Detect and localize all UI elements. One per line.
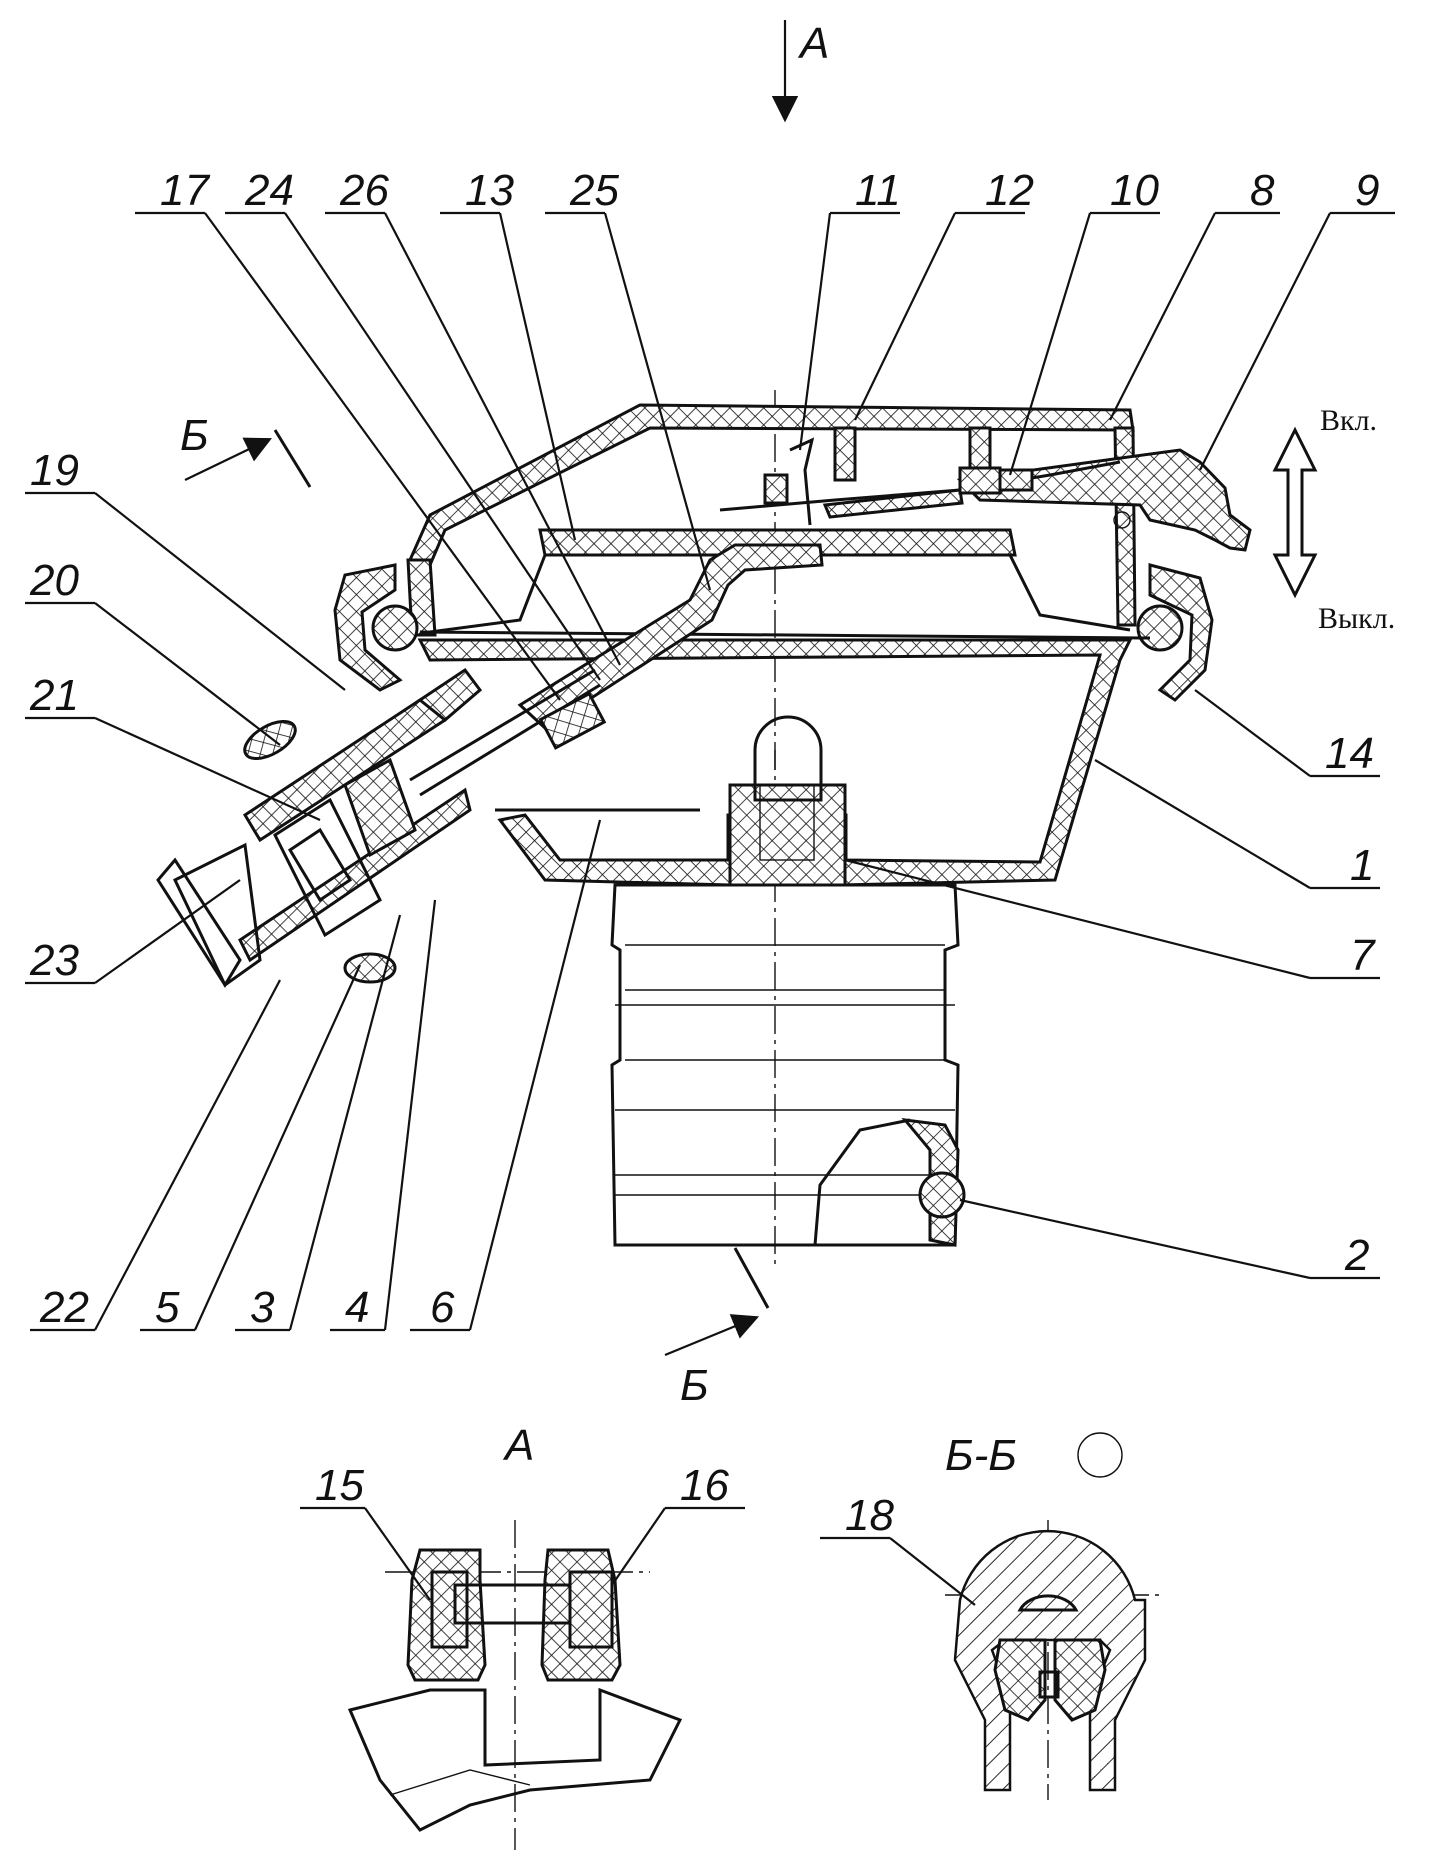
surface-finish-symbol [1077, 1432, 1123, 1478]
section-b-marker-lower: Б [664, 1247, 770, 1410]
section-b-label-upper: Б [180, 411, 209, 460]
callout-17: 17 [160, 166, 210, 215]
contact-spring [763, 437, 815, 526]
callouts-top: 17 24 26 13 25 11 12 10 8 9 [135, 166, 1395, 701]
threaded-neck [610, 883, 966, 1247]
callout-21: 21 [29, 671, 79, 720]
callout-26: 26 [339, 166, 389, 215]
section-b-marker-upper: Б [180, 411, 312, 488]
callout-18: 18 [845, 1491, 894, 1540]
detail-view-a: А 15 16 [300, 1421, 745, 1850]
view-a-arrow: А [771, 19, 829, 123]
callout-14: 14 [1325, 729, 1374, 778]
callout-16: 16 [680, 1461, 729, 1510]
contact-block [958, 466, 1034, 495]
callout-23: 23 [29, 936, 79, 985]
callout-22: 22 [39, 1283, 89, 1332]
callout-24: 24 [244, 166, 294, 215]
side-chamber [156, 667, 700, 988]
callout-13: 13 [465, 166, 514, 215]
membrane [419, 528, 1151, 640]
callout-1: 1 [1350, 841, 1374, 890]
callout-6: 6 [430, 1283, 455, 1332]
callout-7: 7 [1350, 931, 1376, 980]
callout-3: 3 [250, 1283, 275, 1332]
callout-12: 12 [985, 166, 1034, 215]
callout-20: 20 [29, 556, 79, 605]
callout-25: 25 [569, 166, 619, 215]
section-bb-label: Б-Б [945, 1431, 1017, 1480]
callout-5: 5 [155, 1283, 180, 1332]
callout-15: 15 [315, 1461, 364, 1510]
callouts-left: 19 20 21 23 [25, 446, 346, 985]
switch-off-label: Выкл. [1318, 602, 1395, 635]
callout-10: 10 [1110, 166, 1159, 215]
switch-position-arrow: Вкл. Выкл. [1272, 404, 1395, 635]
callout-11: 11 [855, 166, 901, 215]
callout-4: 4 [345, 1283, 369, 1332]
seal-ring-right [1136, 563, 1214, 702]
callouts-right: 14 1 7 2 [844, 689, 1380, 1280]
detail-a-label: А [502, 1421, 534, 1470]
lever-arm [517, 543, 824, 730]
central-boss [728, 715, 847, 887]
callout-2: 2 [1344, 1231, 1369, 1280]
switch-on-label: Вкл. [1320, 404, 1377, 437]
callout-9: 9 [1355, 166, 1379, 215]
seal-ring-left [333, 563, 419, 692]
callout-19: 19 [30, 446, 79, 495]
section-b-b: Б-Б 18 [820, 1431, 1160, 1800]
section-b-label-lower: Б [680, 1361, 709, 1410]
callout-8: 8 [1250, 166, 1275, 215]
callouts-bottom: 22 5 3 4 6 [30, 819, 602, 1332]
view-a-label: А [797, 19, 829, 68]
